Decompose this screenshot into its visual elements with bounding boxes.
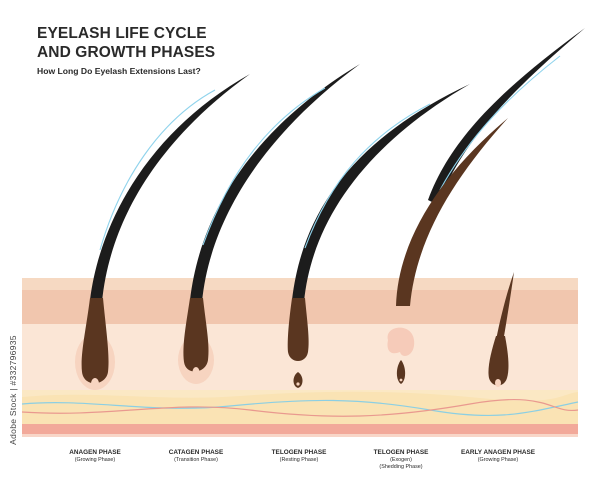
- anagen-blue-highlight: [99, 89, 216, 251]
- caption-early-anagen-phase: EARLY ANAGEN PHASE (Growing Phase): [443, 449, 553, 464]
- caption-telogen-phase: TELOGEN PHASE (Resting Phase): [244, 449, 354, 464]
- anagen-root: [81, 298, 109, 384]
- phase-name: TELOGEN PHASE: [271, 449, 327, 456]
- fat-wave-light: [22, 391, 578, 424]
- telogen-new-bulb: [293, 372, 303, 388]
- telogen-bulb-tip: [296, 382, 300, 386]
- telogen-lash: [287, 84, 470, 388]
- phase-name: ANAGEN PHASE: [69, 449, 121, 456]
- bottom-pale-stripe: [22, 434, 578, 437]
- early-anagen-lash-shaft: [496, 272, 514, 342]
- phase-subtitle: (Exogen): [390, 457, 412, 463]
- telogen-root: [287, 298, 309, 361]
- diagram-title: EYELASH LIFE CYCLE AND GROWTH PHASES: [37, 24, 215, 62]
- title-line-1: EYELASH LIFE CYCLE: [37, 25, 207, 42]
- anagen-papilla: [91, 378, 99, 390]
- phase-name: TELOGEN PHASE: [373, 449, 429, 456]
- anagen-lash-shaft: [90, 74, 250, 302]
- title-line-2: AND GROWTH PHASES: [37, 44, 216, 61]
- caption-catagen-phase: CATAGEN PHASE (Transition Phase): [141, 449, 251, 464]
- catagen-lash: [178, 64, 360, 384]
- phase-subtitle-2: (Shedding Phase): [379, 464, 423, 470]
- stock-id-text: Adobe Stock | #332796935: [8, 335, 18, 445]
- catagen-root: [183, 298, 209, 372]
- bottom-red-stripe: [22, 424, 578, 434]
- exogen-blue-highlight: [439, 55, 561, 191]
- caption-anagen-phase: ANAGEN PHASE (Growing Phase): [40, 449, 150, 464]
- blood-vessel-red: [21, 398, 579, 417]
- early-anagen-papilla: [495, 379, 501, 387]
- caption-exogen-phase: TELOGEN PHASE (Exogen) (Shedding Phase): [346, 449, 456, 471]
- early-anagen-root: [488, 336, 509, 386]
- telogen-blue-highlight: [304, 103, 431, 249]
- anagen-lash: [75, 74, 250, 390]
- exogen-shedding-root: [396, 360, 406, 384]
- diagram-subtitle: How Long Do Eyelash Extensions Last?: [37, 66, 201, 76]
- catagen-blue-highlight: [202, 87, 326, 246]
- phase-name: EARLY ANAGEN PHASE: [461, 449, 535, 456]
- exogen-new-lash-shaft: [396, 118, 508, 306]
- phase-subtitle: (Growing Phase): [74, 457, 116, 463]
- stock-watermark-id: Adobe Stock | #332796935: [3, 330, 18, 450]
- early-anagen-lash: [488, 272, 514, 387]
- exogen-lash: [387, 28, 585, 384]
- phase-name: CATAGEN PHASE: [168, 449, 224, 456]
- phase-subtitle: (Transition Phase): [174, 457, 218, 463]
- exogen-follicle-pocket: [387, 327, 415, 356]
- phase-subtitle: (Growing Phase): [477, 457, 519, 463]
- phase-subtitle: (Resting Phase): [279, 457, 319, 463]
- exogen-root-tip: [399, 378, 403, 382]
- blood-vessel-blue: [21, 399, 579, 417]
- catagen-papilla: [192, 367, 200, 377]
